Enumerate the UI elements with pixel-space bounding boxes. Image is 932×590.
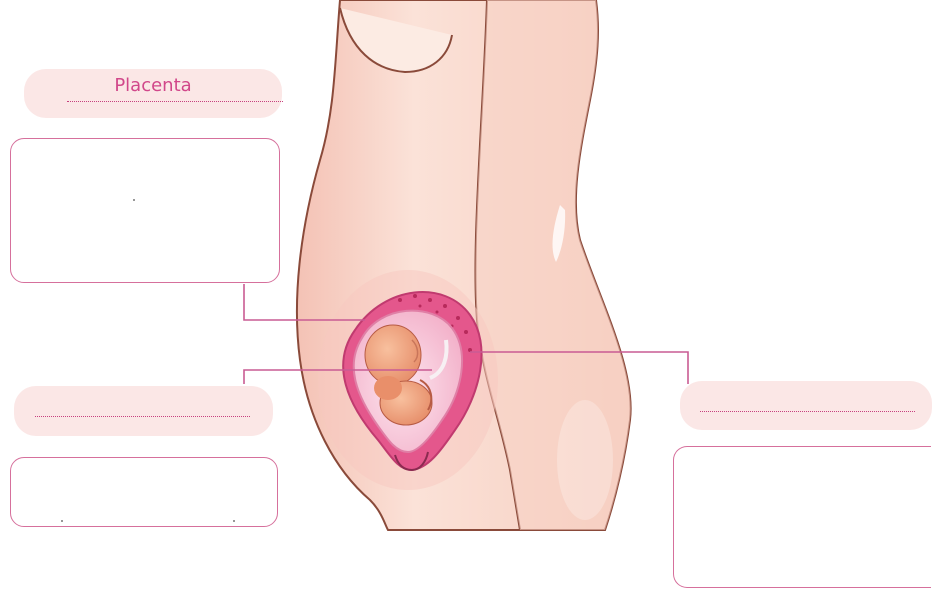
label-placenta-text: Placenta (24, 75, 282, 96)
speck (233, 520, 235, 522)
answer-box-right[interactable] (673, 446, 931, 588)
answer-box-placenta[interactable] (10, 138, 280, 283)
speck (61, 520, 63, 522)
label-pill-right (680, 381, 932, 430)
label-placenta-dots (67, 101, 283, 102)
label-pill-placenta: Placenta (24, 69, 282, 118)
speck (133, 199, 135, 201)
label-middle-left-dots (35, 416, 250, 417)
answer-box-middle-left[interactable] (10, 457, 278, 527)
label-pill-middle-left (14, 386, 273, 436)
label-right-dots (700, 411, 915, 412)
